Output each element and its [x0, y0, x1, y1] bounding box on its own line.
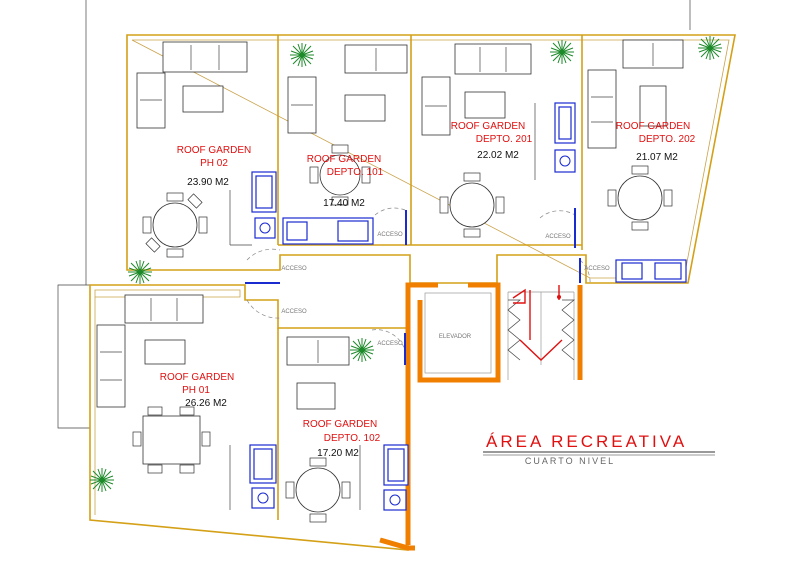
room-201-name: ROOF GARDEN [451, 121, 525, 132]
elevator-core [379, 282, 583, 551]
access-label-5: ACCESO [584, 266, 610, 272]
room-ph02-unit: PH 02 [200, 158, 228, 169]
room-101-unit: DEPTO. 101 [327, 167, 384, 178]
access-label-3: ACCESO [377, 232, 403, 238]
room-101-name: ROOF GARDEN [307, 154, 381, 165]
room-ph01-name: ROOF GARDEN [160, 372, 234, 383]
room-101-area: 17.40 M2 [323, 198, 365, 209]
room-ph02-area: 23.90 M2 [187, 177, 229, 188]
room-201-area: 22.02 M2 [477, 150, 519, 161]
room-202-unit: DEPTO. 202 [639, 134, 696, 145]
plant-icons [90, 36, 722, 492]
plan-subtitle: CUARTO NIVEL [525, 456, 615, 466]
room-ph01-area: 26.26 M2 [185, 398, 227, 409]
room-ph01-unit: PH 01 [182, 385, 210, 396]
room-202-area: 21.07 M2 [636, 152, 678, 163]
context-lines [57, 0, 691, 429]
round-tables [132, 144, 673, 523]
room-labels: ROOF GARDEN PH 02 23.90 M2 ROOF GARDEN D… [160, 121, 696, 459]
kitchen-fixtures [229, 102, 687, 511]
furniture [96, 39, 684, 465]
room-202-name: ROOF GARDEN [616, 121, 690, 132]
room-102-name: ROOF GARDEN [303, 419, 377, 430]
staircase [507, 285, 575, 380]
access-label-2: ACCESO [281, 309, 307, 315]
access-label-4: ACCESO [545, 234, 571, 240]
title-block: ÁREA RECREATIVA CUARTO NIVEL [483, 432, 715, 466]
room-201-unit: DEPTO. 201 [476, 134, 533, 145]
elevator-label: ELEVADOR [439, 334, 472, 340]
door-arcs [245, 207, 591, 365]
room-102-area: 17.20 M2 [317, 448, 359, 459]
access-label-1: ACCESO [281, 266, 307, 272]
access-label-6: ACCESO [377, 341, 403, 347]
room-ph02-name: ROOF GARDEN [177, 145, 251, 156]
room-102-unit: DEPTO. 102 [324, 433, 381, 444]
plan-title: ÁREA RECREATIVA [486, 432, 687, 451]
